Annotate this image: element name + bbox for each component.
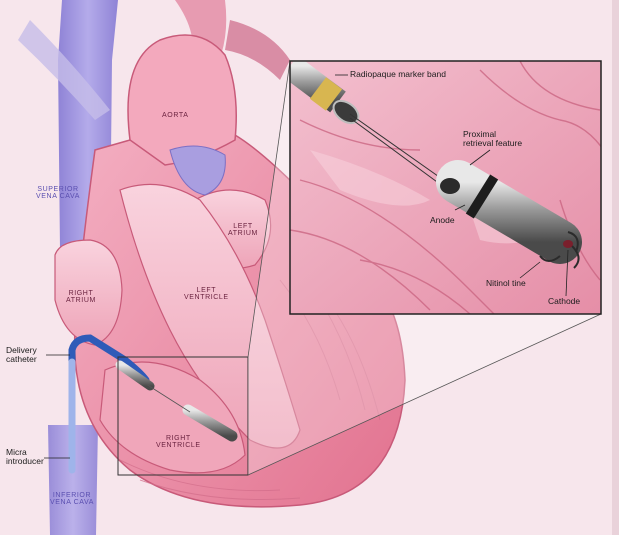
- left-ventricle-label: LEFT VENTRICLE: [184, 287, 229, 302]
- leader-lines: [44, 74, 569, 459]
- aorta-label: AORTA: [162, 112, 189, 119]
- superior-vena-cava-label: SUPERIOR VENA CAVA: [36, 186, 81, 201]
- micra-introducer-label: Micra introducer: [6, 447, 44, 466]
- delivery-catheter-label: Delivery catheter: [6, 345, 37, 364]
- inset-detail: [290, 61, 601, 314]
- left-ventricle-chamber: [119, 183, 301, 449]
- cathode-label: Cathode: [548, 296, 581, 306]
- pulmonary-branch-right: [225, 20, 290, 80]
- inset-frame: [289, 60, 602, 315]
- zoom-line-bottom: [247, 313, 602, 476]
- pulmonary-vessel-left: [18, 20, 110, 120]
- inferior-vena-cava-vessel: [48, 425, 98, 535]
- left-atrium-label: LEFT ATRIUM: [228, 223, 258, 238]
- catheter-tip: [115, 360, 155, 391]
- right-atrium-chamber: [54, 239, 123, 346]
- anode-label: Anode: [430, 215, 455, 225]
- tether-line-small: [145, 383, 191, 413]
- right-edge-shade: [612, 0, 619, 535]
- radiopaque-marker-band-label: Radiopaque marker band: [350, 69, 446, 79]
- right-ventricle-chamber: [99, 361, 246, 474]
- zoom-line-top: [247, 60, 291, 358]
- nitinol-tine-label: Nitinol tine: [486, 278, 526, 288]
- inferior-vena-cava-label: INFERIOR VENA CAVA: [50, 492, 95, 507]
- aorta-vessel: [127, 34, 237, 166]
- right-atrium-label: RIGHT ATRIUM: [66, 290, 96, 305]
- right-ventricle-label: RIGHT VENTRICLE: [156, 435, 201, 450]
- pulmonary-vein-blue: [169, 145, 226, 196]
- detail-region-box: [117, 356, 249, 476]
- proximal-retrieval-feature-label: Proximal retrieval feature: [463, 129, 523, 148]
- micra-device-small: [182, 404, 238, 442]
